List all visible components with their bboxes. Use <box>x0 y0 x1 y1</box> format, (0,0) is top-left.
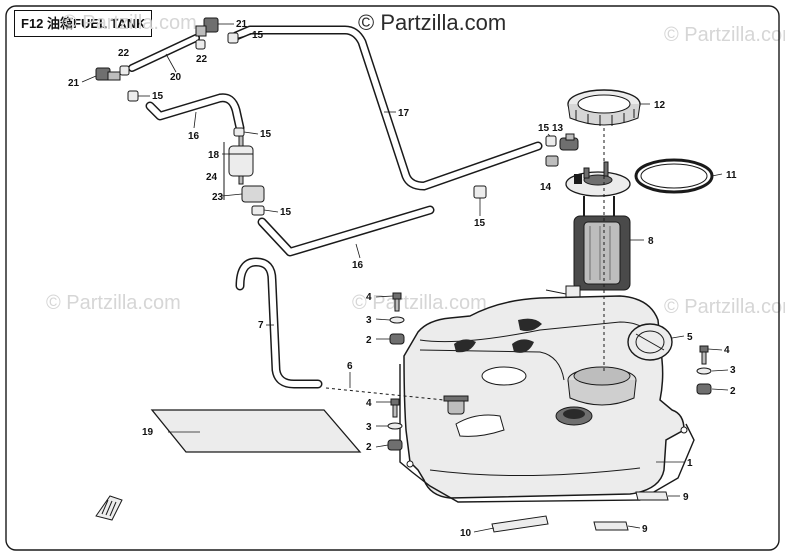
watermark-mid-center: © Partzilla.com <box>352 292 487 314</box>
clamp-15-filter-bottom <box>251 205 265 216</box>
washer-3-upper-left <box>389 316 405 324</box>
pad-19 <box>150 409 362 453</box>
callout-15-filter: 15 <box>260 129 272 140</box>
grommet-2-upper-left <box>389 333 405 345</box>
callout-4-lower: 4 <box>366 398 372 409</box>
diagram-title: F12 油箱FUEL TANK <box>14 10 152 37</box>
callout-20: 20 <box>170 72 182 83</box>
bolt-4-right <box>699 345 709 365</box>
callout-6: 6 <box>347 361 353 372</box>
clamp-15-left <box>127 90 139 102</box>
sleeve-23 <box>241 185 265 203</box>
connector-14 <box>545 155 559 167</box>
watermark-top: © Partzilla.com <box>358 10 507 35</box>
callout-15-mid: 15 <box>474 218 486 229</box>
clamp-15-pump <box>545 135 557 147</box>
callout-16-lower: 16 <box>352 260 364 271</box>
callout-4-right: 4 <box>724 345 730 356</box>
quick-connector-13 <box>559 133 579 151</box>
fuel-cap-5 <box>627 323 673 361</box>
clamp-15-top <box>227 32 239 44</box>
fitting-21-top <box>195 17 219 37</box>
hose-7 <box>235 257 323 389</box>
hose-16 <box>257 205 435 257</box>
callout-12: 12 <box>654 100 666 111</box>
callout-17: 17 <box>398 108 410 119</box>
callout-2-lower: 2 <box>366 442 372 453</box>
fuel-pump-8 <box>545 196 631 299</box>
callout-3-lower: 3 <box>366 422 372 433</box>
pad-9-right <box>635 491 669 501</box>
hose-20 <box>128 34 200 72</box>
fuel-tank-1 <box>399 295 695 503</box>
fuel-filter-18 <box>228 135 254 185</box>
callout-15-filter-bottom: 15 <box>280 207 292 218</box>
callout-3-right: 3 <box>730 365 736 376</box>
assembly-lines <box>325 128 605 401</box>
callout-5: 5 <box>687 332 693 343</box>
callout-16-upper: 16 <box>188 131 200 142</box>
pump-flange <box>565 161 631 197</box>
washer-3-right <box>696 367 712 375</box>
callout-15-left: 15 <box>152 91 164 102</box>
pad-10 <box>491 515 549 533</box>
callout-22-top: 22 <box>196 54 208 65</box>
clamp-22-top <box>195 39 206 50</box>
callout-9-right: 9 <box>683 492 689 503</box>
washer-3-lower-left <box>387 422 403 430</box>
grommet-2-lower-left <box>387 439 403 451</box>
callout-4-upper: 4 <box>366 292 372 303</box>
callout-10: 10 <box>460 528 472 539</box>
callout-1: 1 <box>687 458 693 469</box>
callout-11: 11 <box>726 170 737 181</box>
callout-15-pump: 15 <box>538 123 550 134</box>
callout-23: 23 <box>212 192 224 203</box>
watermark-mid-right: © Partzilla.com <box>664 296 785 318</box>
grommet-2-right <box>696 383 712 395</box>
clamp-15-mid <box>473 185 487 199</box>
callout-18: 18 <box>208 150 220 161</box>
bolt-4-upper-left <box>392 292 402 312</box>
leader-lines <box>81 23 729 533</box>
watermark-mid-left: © Partzilla.com <box>46 292 181 314</box>
clamp-15-filter-top <box>233 127 245 137</box>
callout-21-left: 21 <box>68 78 80 89</box>
callout-2-upper: 2 <box>366 335 372 346</box>
callout-19: 19 <box>142 427 154 438</box>
fitting-21-left <box>95 67 121 81</box>
callout-9-bottom: 9 <box>642 524 648 535</box>
callout-14: 14 <box>540 182 552 193</box>
callout-7: 7 <box>258 320 264 331</box>
diagram-frame <box>5 5 780 551</box>
watermark-top-left: © Partzilla.com <box>62 12 197 34</box>
hose-17 <box>231 25 543 191</box>
callout-15-top: 15 <box>252 30 264 41</box>
callout-2-right: 2 <box>730 386 736 397</box>
callout-22-left: 22 <box>118 48 130 59</box>
lock-ring-12 <box>567 89 641 126</box>
callout-13: 13 <box>552 123 564 134</box>
callout-8: 8 <box>648 236 654 247</box>
callout-24: 24 <box>206 172 218 183</box>
pad-9-bottom <box>593 521 629 531</box>
callout-21-top: 21 <box>236 19 248 30</box>
callout-3-upper: 3 <box>366 315 372 326</box>
callout-labels: 1 2 2 2 3 3 3 4 4 4 5 6 7 8 9 9 10 11 12… <box>68 19 737 539</box>
front-arrow-icon <box>95 495 123 521</box>
clamp-22-left <box>119 65 130 76</box>
bolt-4-lower-left <box>390 398 400 418</box>
watermark-top-right: © Partzilla.com <box>664 24 785 46</box>
gasket-11 <box>634 158 714 194</box>
hose-16-upper <box>145 93 245 133</box>
